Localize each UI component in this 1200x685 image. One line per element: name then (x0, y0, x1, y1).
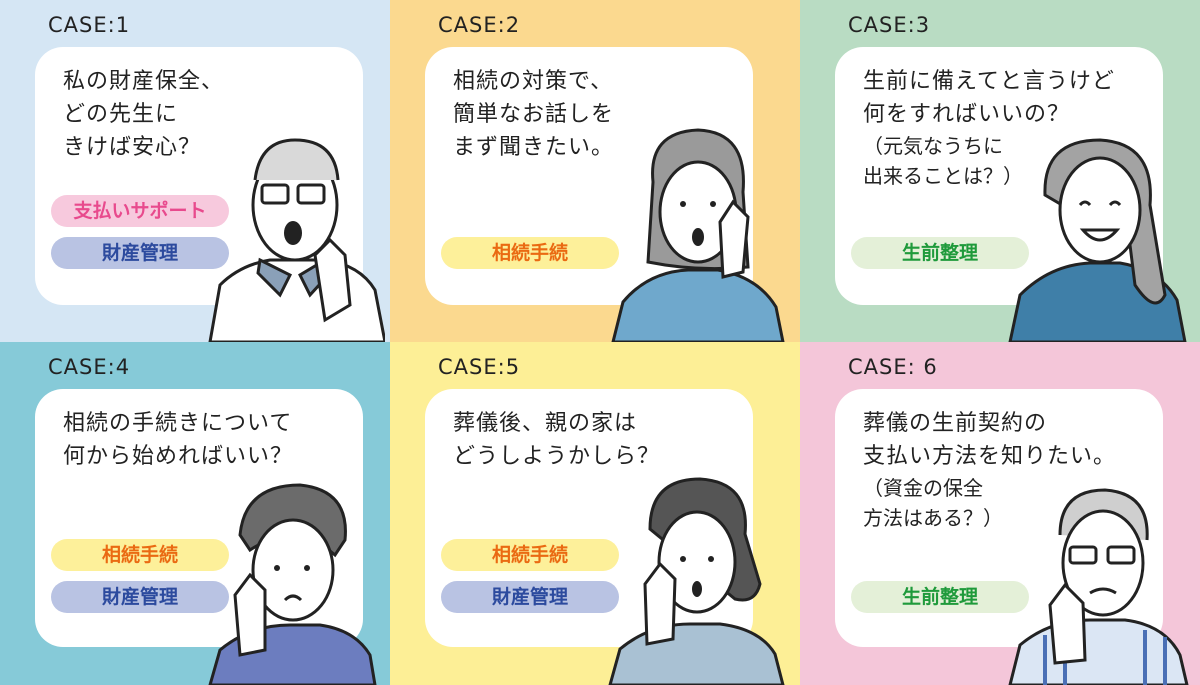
case-panel-4: CASE:4 相続の手続きについて 何から始めればいい？ 相続手続 財産管理 (0, 342, 390, 685)
question-text: 相続の対策で、 簡単なお話しを まず聞きたい。 (453, 69, 615, 160)
tag-life-arrangement: 生前整理 (851, 237, 1029, 269)
case-panel-2: CASE:2 相続の対策で、 簡単なお話しを まず聞きたい。 相続手続 (390, 0, 800, 342)
question-text: 私の財産保全、 どの先生に きけば安心？ (63, 69, 225, 160)
case-label: CASE:2 (438, 13, 521, 37)
case-label: CASE: 6 (848, 355, 938, 379)
elderly-man-illustration (208, 138, 385, 342)
elderly-woman-smiling-illustration (1008, 138, 1187, 342)
question-text: 葬儀後、親の家は どうしようかしら？ (453, 411, 661, 469)
tag-inheritance-procedure: 相続手続 (441, 539, 619, 571)
tag-asset-management: 財産管理 (51, 581, 229, 613)
case-panel-1: CASE:1 私の財産保全、 どの先生に きけば安心？ 支払いサポート 財産管理 (0, 0, 390, 342)
woman-thinking-illustration (608, 477, 785, 685)
tag-asset-management: 財産管理 (51, 237, 229, 269)
tag-inheritance-procedure: 相続手続 (441, 237, 619, 269)
case-label: CASE:4 (48, 355, 131, 379)
tag-asset-management: 財産管理 (441, 581, 619, 613)
case-panel-6: CASE: 6 葬儀の生前契約の 支払い方法を知りたい。 （資金の保全 方法はあ… (800, 342, 1200, 685)
note-text: （資金の保全 方法はある？） (863, 476, 1003, 530)
tag-life-arrangement: 生前整理 (851, 581, 1029, 613)
case-label: CASE:3 (848, 13, 931, 37)
question-text: 相続の手続きについて 何から始めればいい？ (63, 411, 294, 469)
tag-payment-support: 支払いサポート (51, 195, 229, 227)
woman-surprised-illustration (611, 128, 785, 342)
case-label: CASE:1 (48, 13, 131, 37)
tag-inheritance-procedure: 相続手続 (51, 539, 229, 571)
question-text: 葬儀の生前契約の 支払い方法を知りたい。 (863, 411, 1117, 469)
elderly-man-glasses-illustration (1008, 488, 1189, 685)
note-text: （元気なうちに 出来ることは？） (863, 134, 1023, 188)
question-text: 生前に備えてと言うけど 何をすればいいの？ (863, 69, 1115, 127)
case-panel-3: CASE:3 生前に備えてと言うけど 何をすればいいの？ （元気なうちに 出来る… (800, 0, 1200, 342)
case-label: CASE:5 (438, 355, 521, 379)
case-panel-5: CASE:5 葬儀後、親の家は どうしようかしら？ 相続手続 財産管理 (390, 342, 800, 685)
worried-man-illustration (208, 483, 377, 685)
